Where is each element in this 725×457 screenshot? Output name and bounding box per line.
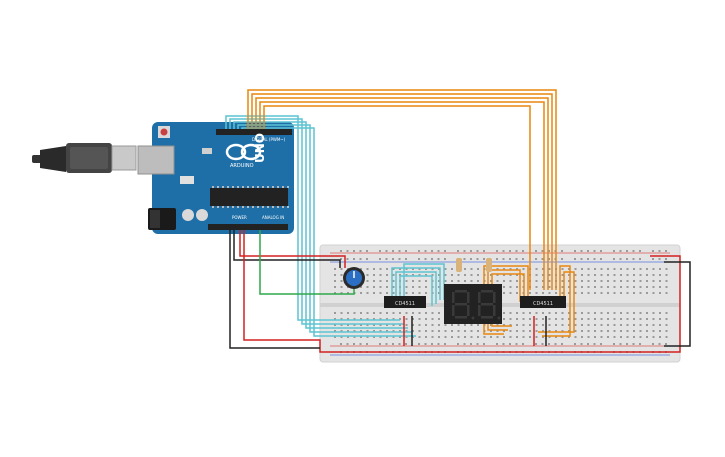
breadboard-holes <box>334 250 668 353</box>
board-logo-text: ARDUINO <box>230 163 254 169</box>
digital-header <box>216 129 292 135</box>
chip-right[interactable]: CD4511 <box>520 296 566 308</box>
usb-cable[interactable] <box>32 143 137 173</box>
potentiometer[interactable] <box>343 267 365 289</box>
chip-left-label: CD4511 <box>395 301 415 307</box>
analog-label: ANALOG IN <box>262 215 284 220</box>
wires-power[interactable] <box>229 230 691 353</box>
reset-button[interactable] <box>160 128 168 136</box>
wire-green[interactable] <box>259 230 355 295</box>
chip-pins <box>212 186 289 208</box>
power-label: POWER <box>232 215 247 220</box>
display-segments <box>452 290 501 320</box>
chip-right-label: CD4511 <box>533 301 553 307</box>
atmega-chip <box>210 188 288 206</box>
arduino-board[interactable]: UNO ARDUINO DIGITAL (PWM~) POWER ANALOG … <box>137 122 294 234</box>
chip-left[interactable]: CD4511 <box>384 296 426 308</box>
power-analog-header <box>208 224 288 230</box>
resistors[interactable] <box>456 258 492 272</box>
digital-label: DIGITAL (PWM~) <box>252 137 286 142</box>
seven-segment-display[interactable]: 8 8 <box>444 284 502 324</box>
wires-orange[interactable] <box>247 89 575 337</box>
board-brand: UNO <box>253 133 267 163</box>
infinity-logo-icon <box>225 143 262 161</box>
wires-cyan[interactable] <box>225 115 445 337</box>
